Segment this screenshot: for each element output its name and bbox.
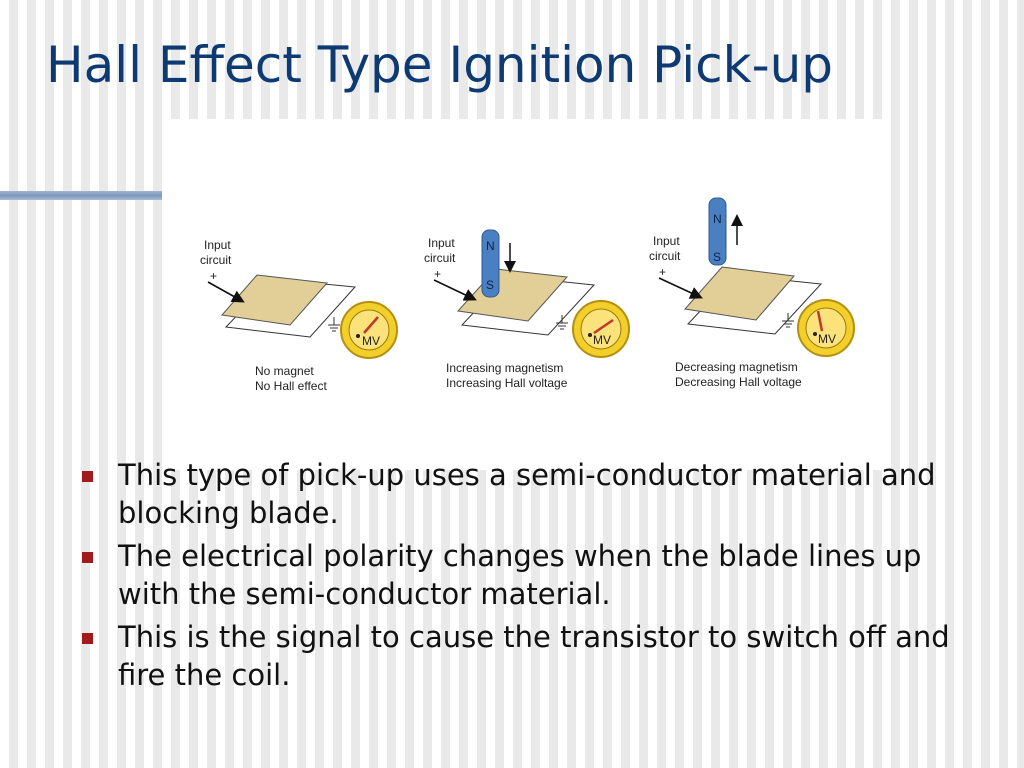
input-label-line2: circuit bbox=[424, 251, 456, 265]
ground-symbol bbox=[328, 317, 340, 332]
magnet-north-label: N bbox=[713, 212, 722, 226]
bullet-text: This is the signal to cause the transist… bbox=[118, 620, 950, 692]
panel-caption-line2: No Hall effect bbox=[255, 379, 327, 393]
ground-symbol bbox=[556, 315, 568, 330]
input-label-line1: Input bbox=[428, 236, 455, 250]
meter-label: MV bbox=[362, 334, 380, 348]
slide-title: Hall Effect Type Ignition Pick-up bbox=[46, 36, 834, 94]
magnet-south-label: S bbox=[713, 250, 721, 264]
meter-label: MV bbox=[593, 333, 611, 347]
panel-caption-line2: Increasing Hall voltage bbox=[446, 376, 568, 390]
panel-increasing-magnetism: Input circuit + N S bbox=[424, 229, 630, 390]
magnet-south-label: S bbox=[486, 278, 494, 292]
bullet-text: The electrical polarity changes when the… bbox=[118, 539, 922, 611]
bullet-marker bbox=[82, 552, 93, 563]
meter-needle bbox=[593, 318, 614, 335]
bullet-text: This type of pick-up uses a semi-conduct… bbox=[118, 458, 936, 530]
meter-needle bbox=[363, 316, 379, 334]
panel-caption-line1: Decreasing magnetism bbox=[675, 360, 798, 374]
hall-effect-figure: Input circuit + MV No magnet No Hall eff… bbox=[162, 119, 890, 470]
meter-label: MV bbox=[818, 332, 836, 346]
bullet-item: This is the signal to cause the transist… bbox=[78, 618, 958, 694]
input-label-line1: Input bbox=[653, 234, 680, 248]
plus-sign: + bbox=[434, 267, 441, 281]
panel-caption-line1: No magnet bbox=[255, 364, 314, 378]
bullet-marker bbox=[82, 633, 93, 644]
hall-plate bbox=[221, 274, 329, 326]
millivolt-meter: MV bbox=[797, 299, 855, 357]
input-label-line2: circuit bbox=[200, 253, 232, 267]
magnet: N S bbox=[481, 229, 500, 298]
bullet-item: The electrical polarity changes when the… bbox=[78, 537, 958, 613]
panel-decreasing-magnetism: Input circuit + N S bbox=[649, 197, 855, 389]
panel-caption-line2: Decreasing Hall voltage bbox=[675, 375, 802, 389]
input-label-line2: circuit bbox=[649, 249, 681, 263]
panel-caption-line1: Increasing magnetism bbox=[446, 361, 563, 375]
input-label-line1: Input bbox=[204, 238, 231, 252]
millivolt-meter: MV bbox=[572, 300, 630, 358]
panel-no-magnet: Input circuit + MV No magnet No Hall eff… bbox=[200, 238, 398, 393]
plus-sign: + bbox=[210, 269, 217, 283]
millivolt-meter: MV bbox=[340, 301, 398, 359]
bullet-item: This type of pick-up uses a semi-conduct… bbox=[78, 456, 958, 532]
hall-plate bbox=[684, 266, 795, 321]
accent-bar bbox=[0, 191, 180, 200]
bullet-marker bbox=[82, 471, 93, 482]
ground-symbol bbox=[782, 313, 794, 328]
input-arrow bbox=[658, 277, 703, 299]
hall-plate bbox=[456, 268, 569, 322]
plus-sign: + bbox=[659, 265, 666, 279]
meter-needle bbox=[816, 310, 824, 332]
bullet-list: This type of pick-up uses a semi-conduct… bbox=[78, 456, 958, 699]
magnet-north-label: N bbox=[486, 239, 495, 253]
input-arrow bbox=[433, 279, 477, 301]
input-arrow bbox=[207, 281, 245, 303]
magnet: N S bbox=[708, 197, 727, 266]
